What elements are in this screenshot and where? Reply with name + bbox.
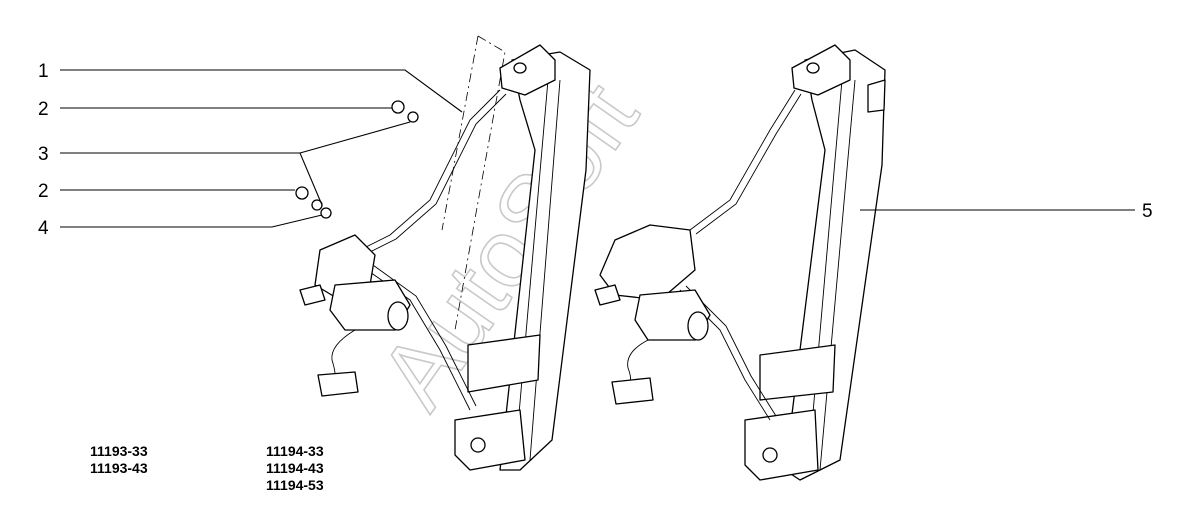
lower-bracket — [467, 334, 541, 393]
nut-icon — [295, 186, 309, 200]
leader-lines — [60, 69, 1135, 228]
model-code: 11194-33 — [266, 443, 324, 459]
model-code: 11193-33 — [90, 443, 148, 459]
top-bracket — [791, 44, 851, 96]
nut-icon — [391, 100, 405, 114]
callout-2: 2 — [38, 181, 49, 202]
bottom-clamp — [454, 409, 526, 471]
model-code: 11194-53 — [266, 477, 324, 493]
right-window-regulator-assembly — [594, 44, 886, 481]
model-codes-left: 11193-33 11193-43 — [90, 443, 148, 477]
model-code: 11194-43 — [266, 460, 324, 476]
cable — [689, 89, 796, 231]
washer-icon — [320, 207, 332, 219]
callout-2: 2 — [38, 99, 49, 120]
cable — [359, 89, 501, 251]
top-bracket — [499, 44, 556, 96]
bottom-clamp — [744, 409, 819, 481]
connector — [317, 371, 359, 397]
connector — [611, 377, 654, 405]
left-window-regulator-assembly — [299, 35, 591, 471]
washer-icon — [407, 111, 419, 123]
callout-4: 4 — [38, 218, 49, 239]
callout-1: 1 — [38, 61, 49, 82]
lower-bracket — [759, 344, 836, 401]
model-codes-right: 11194-33 11194-43 11194-53 — [266, 443, 324, 494]
callout-5: 5 — [1142, 201, 1153, 222]
small-parts — [295, 100, 419, 219]
model-code: 11193-43 — [90, 460, 148, 476]
callout-3: 3 — [38, 144, 49, 165]
glass-outline — [441, 35, 506, 331]
motor-housing — [599, 224, 696, 301]
